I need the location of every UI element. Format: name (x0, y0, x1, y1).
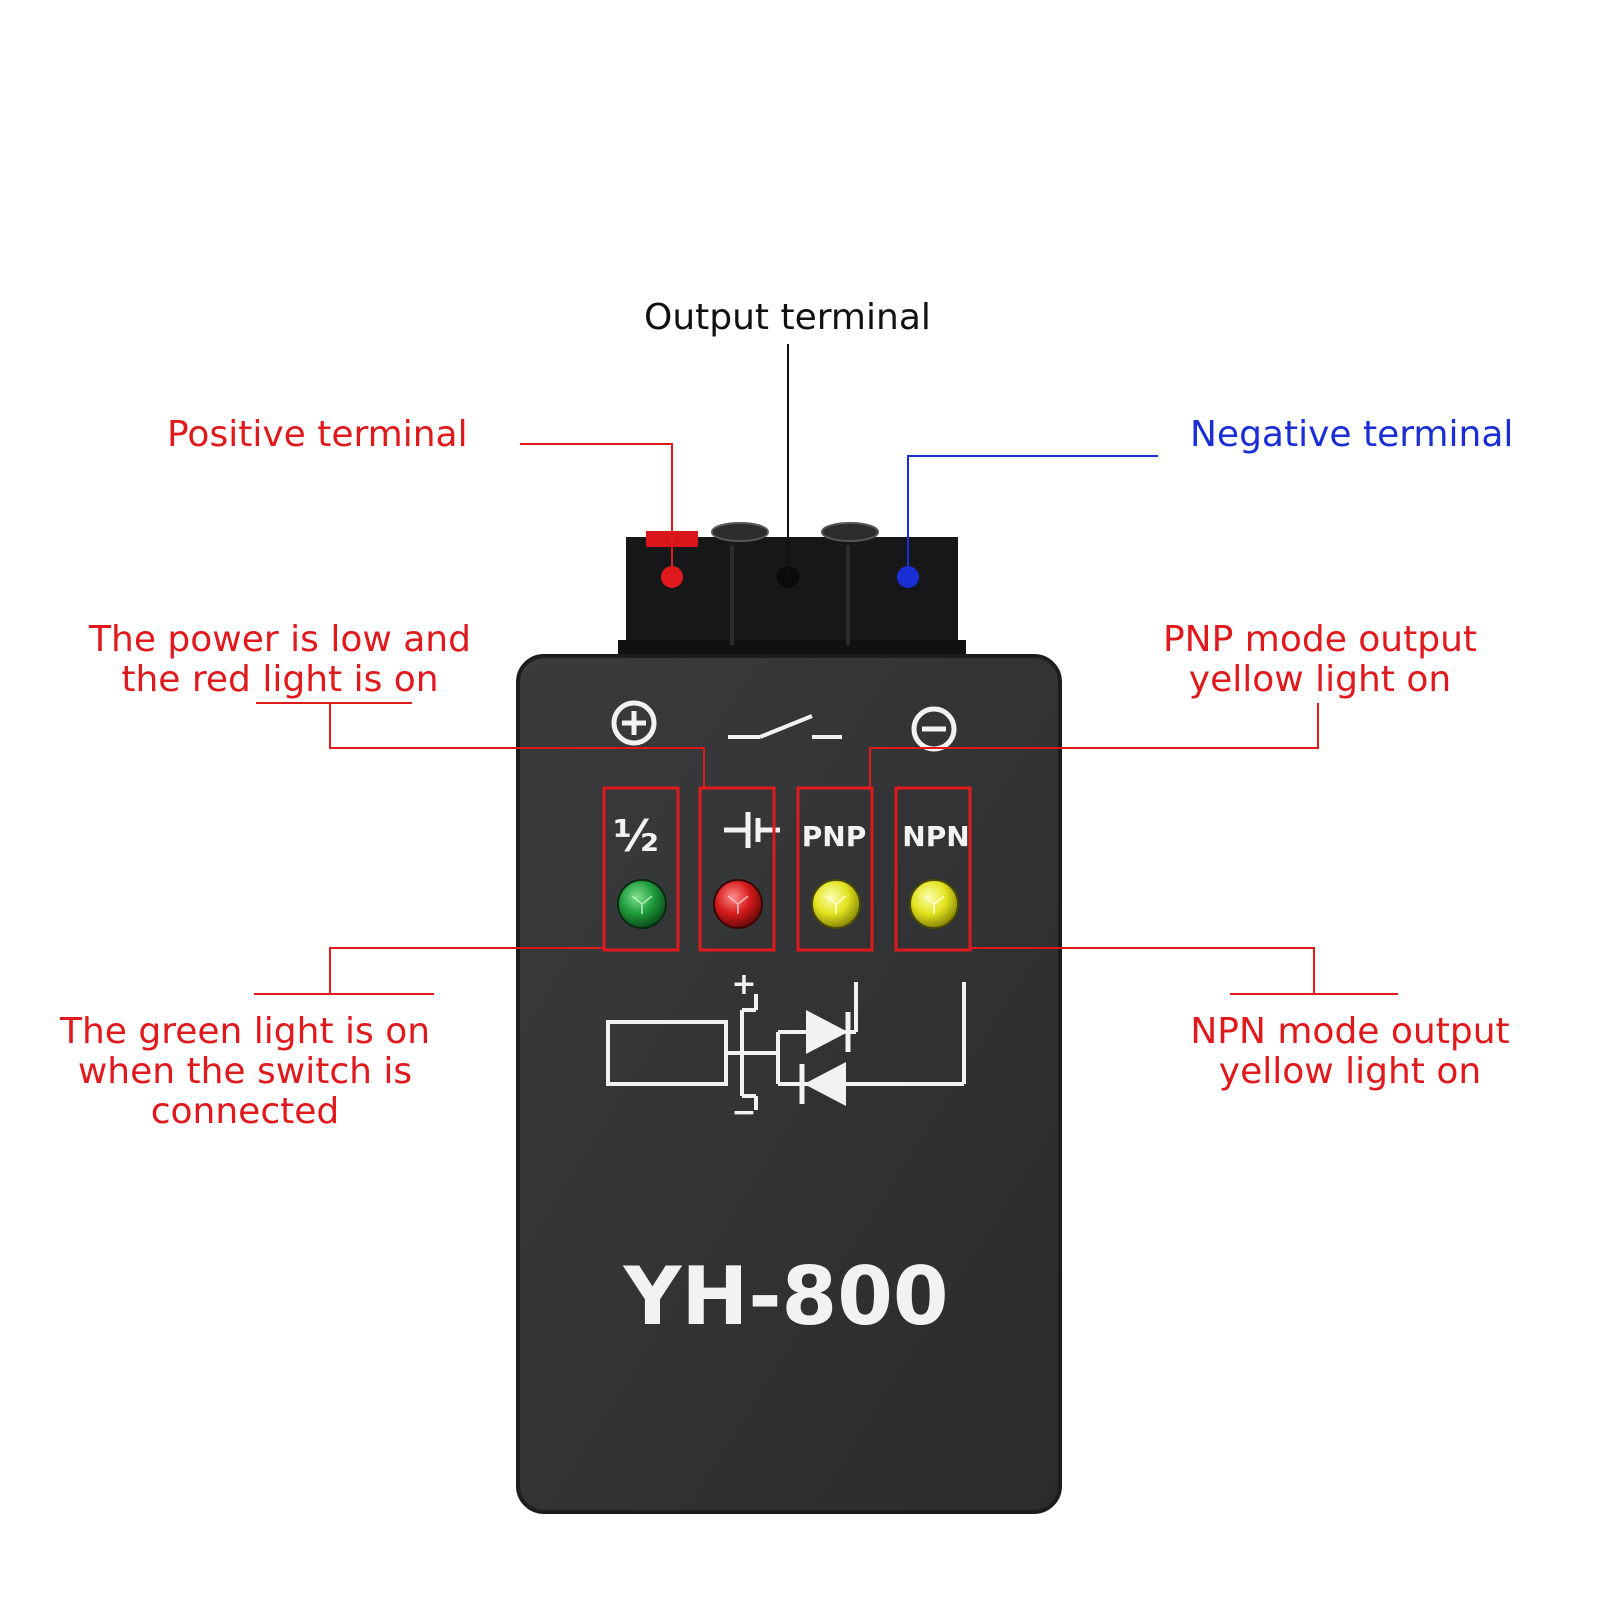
led-red (713, 879, 763, 929)
npn-output-line-1: NPN mode output (1190, 1011, 1510, 1052)
npn-output-line-2: yellow light on (1218, 1051, 1482, 1092)
led-green (617, 879, 667, 929)
switch-symbol-icon (728, 714, 842, 739)
power-low-line-1: The power is low and (89, 619, 471, 660)
switch-connected-line-2: when the switch is (77, 1051, 413, 1092)
negative-terminal-label: Negative terminal (1190, 414, 1514, 455)
pnp-output-label: PNP mode output yellow light on (1120, 620, 1520, 700)
terminal-block (618, 522, 966, 662)
led-yellow-npn (909, 879, 959, 929)
callout-lines (254, 344, 1398, 995)
indicator-label-percent: ½ (613, 811, 659, 862)
indicator-highlight-boxes (602, 786, 972, 952)
indicator-label-npn: NPN (902, 820, 969, 853)
positive-terminal-label: Positive terminal (167, 414, 468, 455)
output-terminal-label: Output terminal (644, 297, 931, 338)
model-name: YH-800 (622, 1250, 948, 1343)
indicator-label-pnp: PNP (802, 820, 866, 853)
switch-connected-line-3: connected (150, 1091, 340, 1132)
power-low-label: The power is low and the red light is on (60, 620, 500, 700)
switch-connected-label: The green light is on when the switch is… (30, 1012, 460, 1132)
circuit-diagram-icon (606, 982, 966, 1110)
pnp-output-line-2: yellow light on (1188, 659, 1452, 700)
circuit-plus-mark: + (731, 967, 756, 1002)
circuit-minus-mark: − (731, 1095, 756, 1130)
pnp-output-line-1: PNP mode output (1162, 619, 1478, 660)
switch-connected-line-1: The green light is on (59, 1011, 431, 1052)
plus-circle-icon (611, 700, 657, 746)
npn-output-label: NPN mode output yellow light on (1150, 1012, 1550, 1092)
battery-symbol-icon (724, 812, 780, 848)
power-low-line-2: the red light is on (121, 659, 439, 700)
led-yellow-pnp (811, 879, 861, 929)
